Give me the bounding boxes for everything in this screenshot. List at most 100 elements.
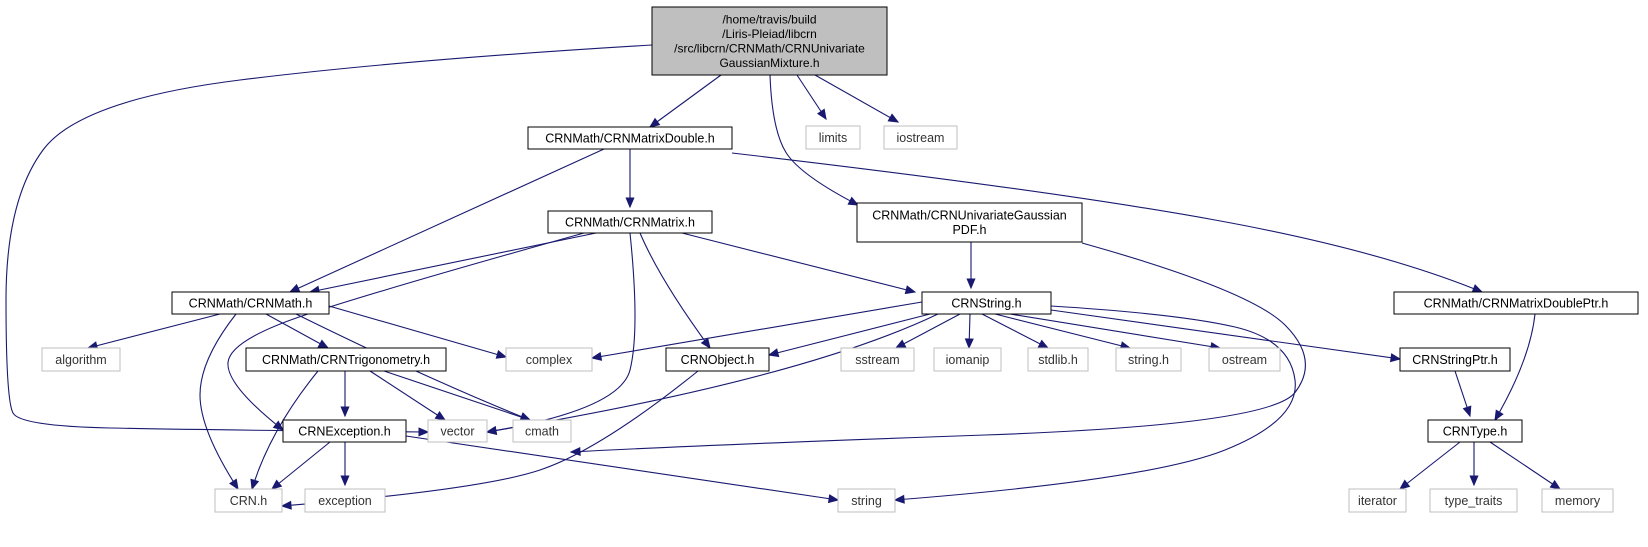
edge-trig-to-exception_h — [340, 371, 350, 418]
edge-line — [1050, 309, 1401, 360]
node-label: string — [851, 494, 882, 508]
node-crnstring[interactable]: CRNString.h — [921, 291, 1052, 315]
arrowhead-icon — [648, 117, 661, 128]
node-label: stdlib.h — [1038, 353, 1078, 367]
edge-gausspdf-to-crnstring — [966, 242, 976, 290]
arrowhead-icon — [1471, 284, 1484, 293]
node-matrixdouble[interactable]: CRNMath/CRNMatrixDouble.h — [527, 126, 733, 150]
edge-line — [289, 148, 605, 293]
node-box — [856, 202, 1083, 243]
arrowhead-icon — [847, 196, 860, 206]
edge-line — [768, 313, 931, 356]
node-box — [1115, 347, 1182, 372]
node-box — [883, 125, 958, 150]
node-label: cmath — [525, 424, 559, 438]
node-label: CRNType.h — [1443, 424, 1508, 438]
edge-crntype-to-iterator — [1398, 441, 1461, 490]
node-iostream: iostream — [883, 125, 958, 150]
arrowhead-icon — [1462, 405, 1472, 418]
edge-line — [895, 313, 961, 349]
node-box — [651, 6, 888, 76]
edge-line — [383, 370, 531, 421]
edge-stringptr-to-crntype — [1454, 370, 1472, 418]
edge-main-to-gausspdf — [769, 74, 860, 206]
arrowhead-icon — [434, 410, 447, 421]
edge-main-to-limits — [796, 74, 827, 121]
node-label: PDF.h — [952, 223, 986, 237]
arrowhead-icon — [418, 427, 430, 437]
node-crnobject[interactable]: CRNObject.h — [665, 347, 770, 372]
edge-crnstring-to-crnobject — [767, 313, 931, 358]
arrowhead-icon — [340, 475, 350, 487]
arrowhead-icon — [767, 348, 780, 358]
node-stringptr[interactable]: CRNStringPtr.h — [1399, 347, 1511, 372]
node-matrixdoubleptr[interactable]: CRNMath/CRNMatrixDoublePtr.h — [1393, 291, 1639, 315]
edge-exception_h-to-exception — [340, 442, 350, 487]
node-limits: limits — [805, 125, 861, 150]
arrowhead-icon — [894, 339, 907, 349]
node-matrix[interactable]: CRNMath/CRNMatrix.h — [547, 210, 713, 234]
arrowhead-icon — [964, 338, 974, 350]
edge-matrix-to-exception_h — [227, 232, 585, 431]
edge-line — [5, 44, 653, 433]
node-box — [304, 488, 386, 513]
edge-matrix-to-crnobject — [639, 232, 711, 350]
node-complex: complex — [505, 347, 593, 372]
node-box — [1541, 488, 1614, 513]
edge-line — [639, 232, 711, 349]
node-iomanip: iomanip — [933, 347, 1002, 372]
arrowhead-icon — [317, 339, 330, 349]
node-box — [171, 291, 330, 315]
edge-crnmath-to-crnh — [199, 313, 239, 491]
arrowhead-icon — [827, 494, 840, 504]
edge-crntype-to-type_traits — [1469, 442, 1479, 487]
edge-line — [981, 313, 1049, 349]
node-box — [505, 347, 593, 372]
node-box — [527, 126, 733, 150]
node-box — [1027, 347, 1089, 372]
node-crnmath[interactable]: CRNMath/CRNMath.h — [171, 291, 330, 315]
edge-line — [199, 313, 239, 490]
arrowhead-icon — [625, 197, 635, 209]
edge-trig-to-vector — [369, 370, 447, 421]
edge-line — [405, 435, 839, 501]
edge-matrixdoubleptr-to-crntype — [1494, 313, 1536, 422]
arrowhead-icon — [271, 479, 283, 490]
edge-main-to-vector — [5, 44, 653, 437]
node-main[interactable]: /home/travis/build/Liris-Pleiad/libcrn/s… — [651, 6, 888, 76]
edge-matrixdouble-to-crnmath — [288, 148, 605, 293]
node-trig[interactable]: CRNMath/CRNTrigonometry.h — [245, 347, 447, 372]
node-label: limits — [819, 131, 847, 145]
node-label: CRNMath/CRNUnivariateGaussian — [872, 209, 1067, 223]
arrowhead-icon — [1494, 409, 1504, 422]
node-box — [1208, 347, 1281, 372]
node-box — [665, 347, 770, 372]
arrowhead-icon — [485, 425, 498, 435]
arrowhead-icon — [1469, 475, 1479, 487]
edge-trig-to-cmath — [383, 370, 532, 422]
node-exception: exception — [304, 488, 386, 513]
node-sstream: sstream — [840, 347, 915, 372]
edge-line — [591, 301, 923, 359]
edge-line — [1489, 441, 1561, 490]
node-box — [1399, 347, 1511, 372]
node-box — [282, 419, 407, 443]
edge-main-to-iostream — [814, 74, 900, 123]
node-label: algorithm — [55, 353, 106, 367]
node-box — [1348, 488, 1407, 513]
arrowhead-icon — [893, 494, 905, 504]
node-exception_h[interactable]: CRNException.h — [282, 419, 407, 443]
node-label: complex — [526, 353, 573, 367]
node-box — [547, 210, 713, 234]
edge-crnmath-to-complex — [328, 305, 508, 359]
node-crntype[interactable]: CRNType.h — [1427, 419, 1523, 443]
edge-matrixdouble-to-matrixdoubleptr — [731, 152, 1484, 293]
node-label: ostream — [1222, 353, 1267, 367]
arrowhead-icon — [1389, 353, 1402, 363]
edge-crnstring-to-complex — [590, 301, 923, 361]
arrowhead-icon — [340, 406, 350, 418]
edge-crnstring-to-stringptr — [1050, 309, 1402, 363]
node-label: sstream — [855, 353, 899, 367]
edge-exception_h-to-crnh — [271, 441, 331, 490]
